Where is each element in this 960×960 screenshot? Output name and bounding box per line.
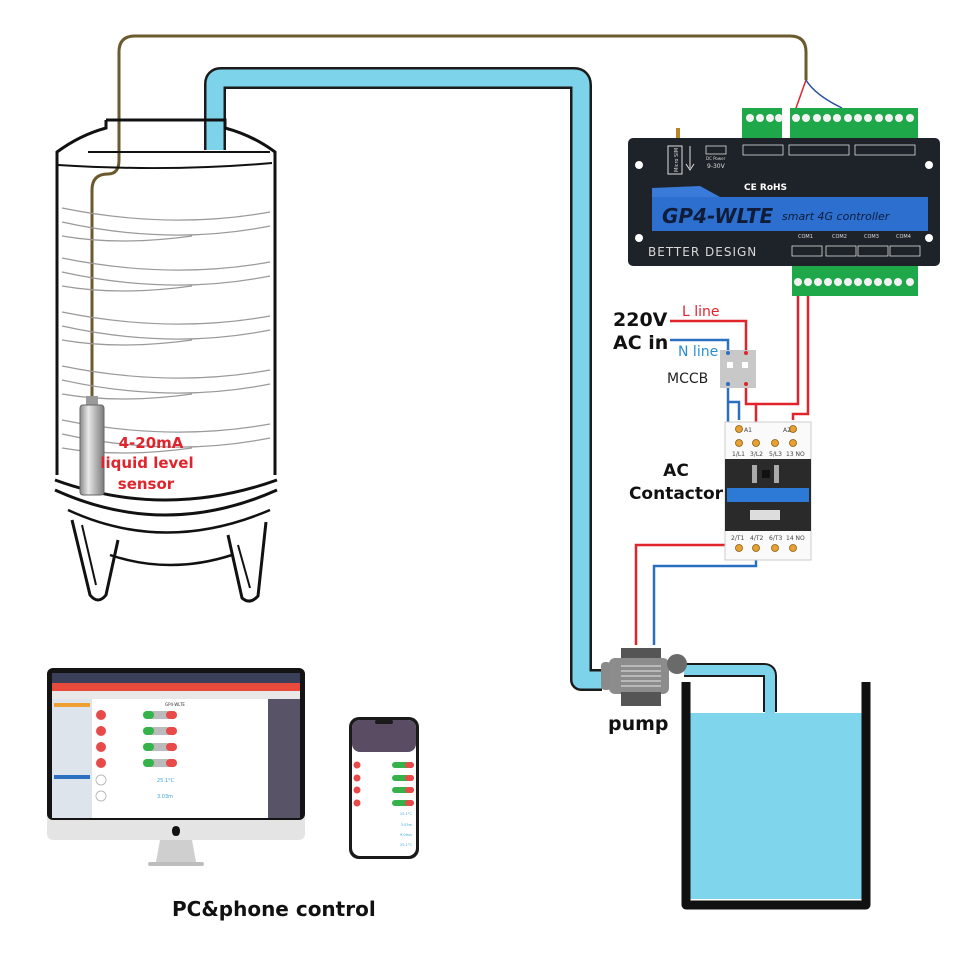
controller-certs: CE RoHS bbox=[744, 183, 787, 193]
pump-label: pump bbox=[608, 713, 669, 735]
smartphone: 25.1°C 3.03m 9.0m/s 25.1°C bbox=[349, 717, 419, 859]
pump bbox=[601, 648, 687, 706]
bottom-terminal-screws bbox=[794, 278, 914, 286]
controller-to-l2-wire bbox=[756, 296, 800, 406]
n-line-wire bbox=[670, 338, 730, 352]
svg-text:Contactor: Contactor bbox=[629, 484, 724, 504]
water-tank bbox=[54, 118, 278, 603]
sensor-label-line3: sensor bbox=[118, 475, 175, 493]
sim-label: Micro SIM bbox=[674, 148, 680, 172]
svg-text:COM4: COM4 bbox=[896, 234, 911, 240]
svg-text:5/L3: 5/L3 bbox=[769, 451, 782, 458]
pin-headers bbox=[742, 144, 921, 257]
voltage-label: 220V bbox=[613, 309, 668, 331]
power-range: 9-30V bbox=[707, 163, 726, 170]
l-line-label: L line bbox=[682, 304, 720, 320]
top-terminal-screws bbox=[746, 114, 914, 122]
phone-value-1: 25.1°C bbox=[400, 812, 413, 816]
controller-gp4-wlte: GP4-WLTE smart 4G controller BETTER DESI… bbox=[628, 108, 940, 296]
sim-insert-arrow-icon bbox=[685, 146, 695, 171]
n-line-label: N line bbox=[678, 344, 718, 360]
svg-text:3/L2: 3/L2 bbox=[750, 451, 763, 458]
svg-text:COM1: COM1 bbox=[798, 234, 813, 240]
pc-monitor: GP4-WLTE 25.1°C 3.03m bbox=[47, 668, 305, 866]
contactor-terminal-screws bbox=[735, 425, 797, 552]
mccb-label: MCCB bbox=[667, 371, 708, 387]
sensor-cable bbox=[90, 34, 808, 400]
pipe-tank-to-pump-outline bbox=[204, 67, 602, 691]
phone-relay-rows bbox=[353, 761, 414, 807]
controller-to-a2-wire bbox=[791, 296, 810, 420]
power-input: 220V AC in L line N line MCCB bbox=[613, 304, 720, 387]
svg-text:AC: AC bbox=[663, 461, 689, 481]
pipe-tank-to-pump bbox=[206, 69, 602, 689]
controller-brand: BETTER DESIGN bbox=[648, 245, 757, 259]
svg-text:COM2: COM2 bbox=[832, 234, 847, 240]
sensor-cable-red-core bbox=[795, 79, 807, 109]
pc-screen-title: GP4-WLTE bbox=[165, 702, 185, 707]
ac-in-label: AC in bbox=[613, 332, 668, 354]
phone-value-4: 25.1°C bbox=[400, 843, 413, 847]
pipe-pump-to-reservoir-outline bbox=[684, 663, 777, 712]
svg-text:COM3: COM3 bbox=[864, 234, 879, 240]
svg-text:2/T1: 2/T1 bbox=[731, 535, 745, 542]
controller-subtitle: smart 4G controller bbox=[782, 210, 891, 223]
tank-rib-lines bbox=[61, 207, 271, 454]
sensor-label-line1: 4-20mA bbox=[119, 434, 184, 452]
pc-value-temp: 25.1°C bbox=[157, 778, 175, 784]
contactor-label: AC Contactor bbox=[629, 461, 724, 504]
level-sensor-probe bbox=[79, 396, 105, 496]
pc-phone-control-label: PC&phone control bbox=[172, 897, 376, 921]
pc-value-level: 3.03m bbox=[157, 794, 173, 800]
svg-text:1/L1: 1/L1 bbox=[732, 451, 745, 458]
l-line-wire bbox=[670, 319, 748, 352]
mccb-breaker bbox=[720, 350, 756, 388]
pipe-pump-to-reservoir bbox=[684, 665, 775, 714]
phone-value-2: 3.03m bbox=[401, 823, 413, 827]
svg-text:13 NO: 13 NO bbox=[786, 451, 805, 458]
ac-contactor: A1 A2 1/L1 3/L2 5/L3 13 NO 2/T1 4/T2 6/T… bbox=[724, 421, 812, 561]
svg-text:A1: A1 bbox=[744, 427, 752, 434]
relay-group-labels: COM1 COM2 COM3 COM4 bbox=[798, 234, 911, 240]
sensor-cable-blue-core bbox=[805, 79, 843, 109]
controller-model: GP4-WLTE bbox=[662, 204, 774, 228]
svg-text:6/T3: 6/T3 bbox=[769, 535, 783, 542]
svg-text:14 NO: 14 NO bbox=[786, 535, 805, 542]
sensor-label: 4-20mA liquid level sensor bbox=[100, 434, 193, 493]
sensor-label-line2: liquid level bbox=[100, 454, 193, 472]
reservoir bbox=[681, 682, 871, 910]
apple-logo-icon bbox=[172, 826, 180, 836]
svg-text:4/T2: 4/T2 bbox=[750, 535, 764, 542]
pc-relay-rows bbox=[96, 710, 177, 768]
svg-text:A2: A2 bbox=[783, 427, 791, 434]
power-label: DC Power bbox=[706, 156, 726, 161]
phone-value-3: 9.0m/s bbox=[400, 833, 412, 837]
t1-to-pump-wire bbox=[634, 543, 736, 645]
